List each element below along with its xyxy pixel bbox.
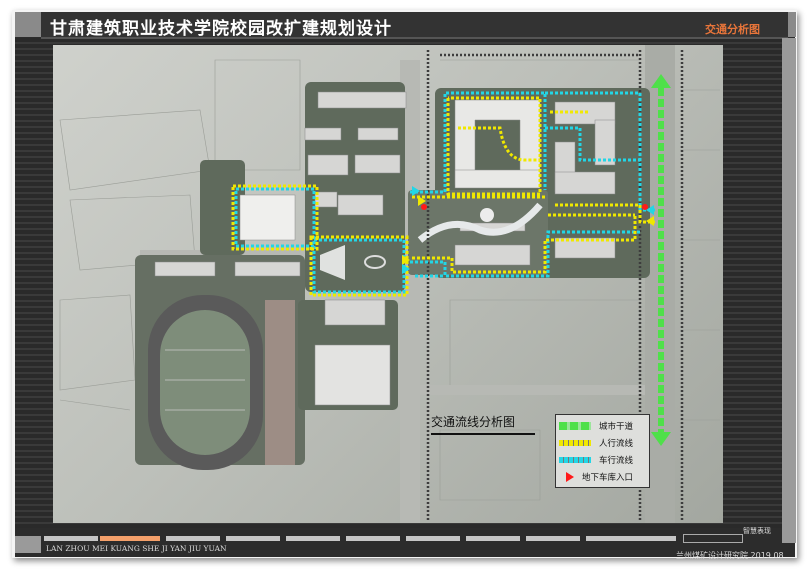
sheet-tab[interactable] [44,536,98,541]
sheet-tab-active[interactable] [100,536,160,541]
green-dashed-band-icon [559,422,591,430]
project-title: 甘肃建筑职业技术学院校园改扩建规划设计 [50,19,392,39]
cyan-dashed-line-icon [559,457,591,463]
corner-block [15,12,41,37]
sheet-tab[interactable] [526,536,580,541]
tab-box-label: 智慧表现 [743,527,771,535]
flow-arrow-icons [402,186,654,274]
sheet-tab[interactable] [406,536,460,541]
underground-garage-entry-icon [421,204,648,210]
corner-block [788,12,796,37]
sheet-tab[interactable] [586,536,676,541]
street-trees [426,50,684,520]
plaza-dome [480,208,494,222]
title-bar [41,12,788,39]
red-arrow-icon [566,472,574,482]
corner-block [15,536,41,553]
company-date: 兰州煤矿设计研究院 2019.08 [676,551,784,560]
buildings [154,91,616,406]
legend-item-vehicle: 车行流线 [559,454,633,466]
sports-field [148,295,295,470]
sheet-tab[interactable] [466,536,520,541]
legend-item-city-road: 城市干道 [559,420,633,432]
yellow-dashed-line-icon [559,440,591,446]
sheet-tab[interactable] [166,536,220,541]
plaza [320,245,345,280]
legend-item-pedestrian: 人行流线 [559,437,633,449]
pedestrian-flow-lines [231,96,655,297]
map-title: 交通流线分析图 [431,413,535,435]
sheet-tab-box [683,534,743,543]
company-pinyin: LAN ZHOU MEI KUANG SHE JI YAN JIU YUAN [46,544,227,553]
side-bar [782,38,796,543]
sheet-tab[interactable] [346,536,400,541]
sheet-name: 交通分析图 [705,23,760,36]
legend-item-garage: 地下车库入口 [566,471,633,483]
sheet-tab[interactable] [286,536,340,541]
water-feature [417,202,543,243]
sheet-tab[interactable] [226,536,280,541]
legend: 城市干道 人行流线 车行流线 地下车库入口 [555,414,650,488]
